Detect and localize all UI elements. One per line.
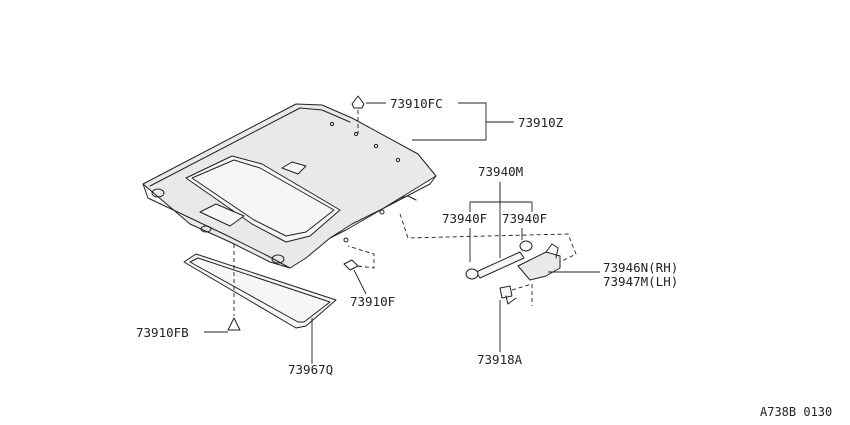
clip-top: 73910FC (351, 95, 443, 134)
bracket-assembly: 73946N(RH) 73947M(LH) (399, 213, 678, 289)
headlining-assembly (142, 103, 437, 269)
callout-73910Z: 73910Z (518, 115, 564, 130)
holder-assembly: 73940M 73940F 73940F (442, 164, 547, 280)
callout-73940F-left: 73940F (442, 211, 487, 226)
callout-73940F-right: 73940F (502, 211, 547, 226)
callout-73947M-LH: 73947M(LH) (603, 274, 678, 289)
headlining-callout-group: 73910Z (412, 102, 564, 141)
clip-side: 73910F (343, 245, 395, 309)
sunroof-finisher: 73967Q (183, 253, 337, 377)
callout-73967Q: 73967Q (288, 362, 333, 377)
callout-73910FB: 73910FB (136, 325, 189, 340)
callout-73946N-RH: 73946N(RH) (603, 260, 678, 275)
callout-73940M: 73940M (478, 164, 523, 179)
clip-bottom: 73910FB (136, 244, 241, 340)
callout-73910FC: 73910FC (390, 96, 443, 111)
reference-code: A738B 0130 (760, 405, 832, 419)
callout-73918A: 73918A (477, 352, 523, 367)
bolt: 73918A (477, 283, 533, 367)
callout-73910F: 73910F (350, 294, 395, 309)
